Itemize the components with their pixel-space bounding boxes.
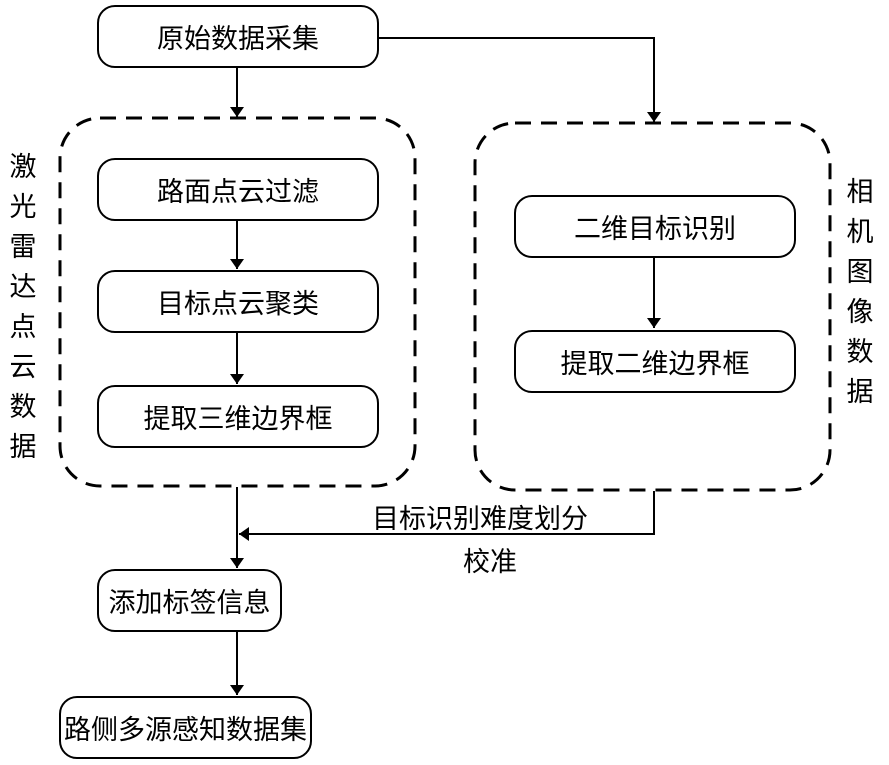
lidar-label-char: 激	[9, 152, 37, 183]
lidar-label-char: 云	[9, 352, 37, 383]
camera-label-char: 数	[846, 337, 874, 368]
edge-label-difficulty: 目标识别难度划分	[372, 504, 588, 535]
node-add-label-info: 添加标签信息	[97, 569, 282, 632]
edge-camera-to-merge	[239, 491, 655, 541]
edge-raw-to-camera	[378, 37, 661, 122]
lidar-label-char: 数	[9, 392, 37, 423]
node-2d-target-detection: 二维目标识别	[514, 195, 796, 258]
node-extract-3d-bbox: 提取三维边界框	[97, 385, 379, 448]
camera-group-border	[473, 121, 832, 492]
lidar-label-char: 点	[9, 312, 37, 343]
node-extract-2d-bbox: 提取二维边界框	[514, 330, 796, 393]
node-roadside-dataset: 路侧多源感知数据集	[59, 696, 312, 759]
camera-label-char: 据	[846, 377, 874, 408]
node-target-point-cluster: 目标点云聚类	[97, 270, 379, 333]
lidar-label-char: 据	[9, 432, 37, 463]
camera-label-char: 机	[846, 217, 874, 248]
lidar-label-char: 达	[9, 272, 37, 303]
lidar-group-label: 激 光 雷 达 点 云 数 据	[8, 148, 38, 468]
camera-group-label: 相 机 图 像 数 据	[845, 173, 875, 413]
lidar-group-border	[58, 116, 417, 488]
lidar-label-char: 光	[9, 192, 37, 223]
lidar-label-char: 雷	[9, 232, 37, 263]
camera-label-char: 图	[846, 257, 874, 288]
camera-label-char: 像	[846, 297, 874, 328]
edge-label-calibration: 校准	[463, 547, 517, 578]
node-raw-data-collection: 原始数据采集	[97, 5, 379, 68]
camera-label-char: 相	[846, 177, 874, 208]
node-road-point-filter: 路面点云过滤	[97, 158, 379, 221]
